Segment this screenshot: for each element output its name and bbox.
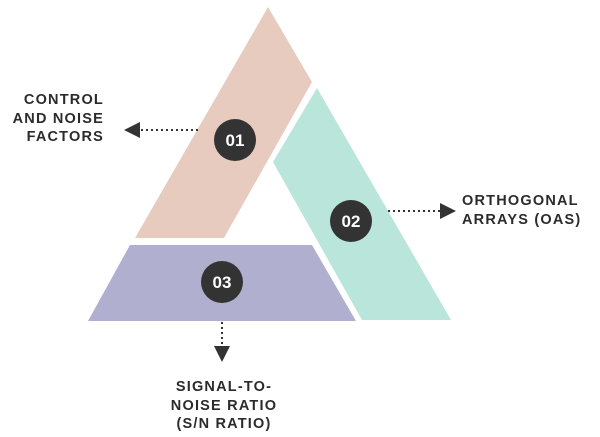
badge-01 xyxy=(214,119,256,161)
label-line: ARRAYS (OAS) xyxy=(462,211,582,228)
badge-03 xyxy=(201,261,243,303)
label-line: CONTROL xyxy=(23,92,104,108)
badge-02-number: 02 xyxy=(342,212,361,231)
label-line: FACTORS xyxy=(26,129,104,145)
label-line: SIGNAL-TO- xyxy=(175,379,273,395)
label-line: ORTHOGONAL xyxy=(462,193,579,209)
label-orthogonal-arrays: ORTHOGONAL ARRAYS (OAS) xyxy=(462,192,581,229)
label-signal-to-noise: SIGNAL-TO- NOISE RATIO (S/N RATIO) xyxy=(124,378,324,434)
label-control-noise-factors: CONTROL AND NOISE FACTORS xyxy=(13,91,104,147)
badge-01-number: 01 xyxy=(226,131,245,150)
badge-02 xyxy=(330,200,372,242)
badge-03-number: 03 xyxy=(213,273,232,292)
label-line: (S/N RATIO) xyxy=(176,416,272,432)
label-line: NOISE RATIO xyxy=(170,397,278,414)
label-line: AND NOISE xyxy=(12,110,104,127)
